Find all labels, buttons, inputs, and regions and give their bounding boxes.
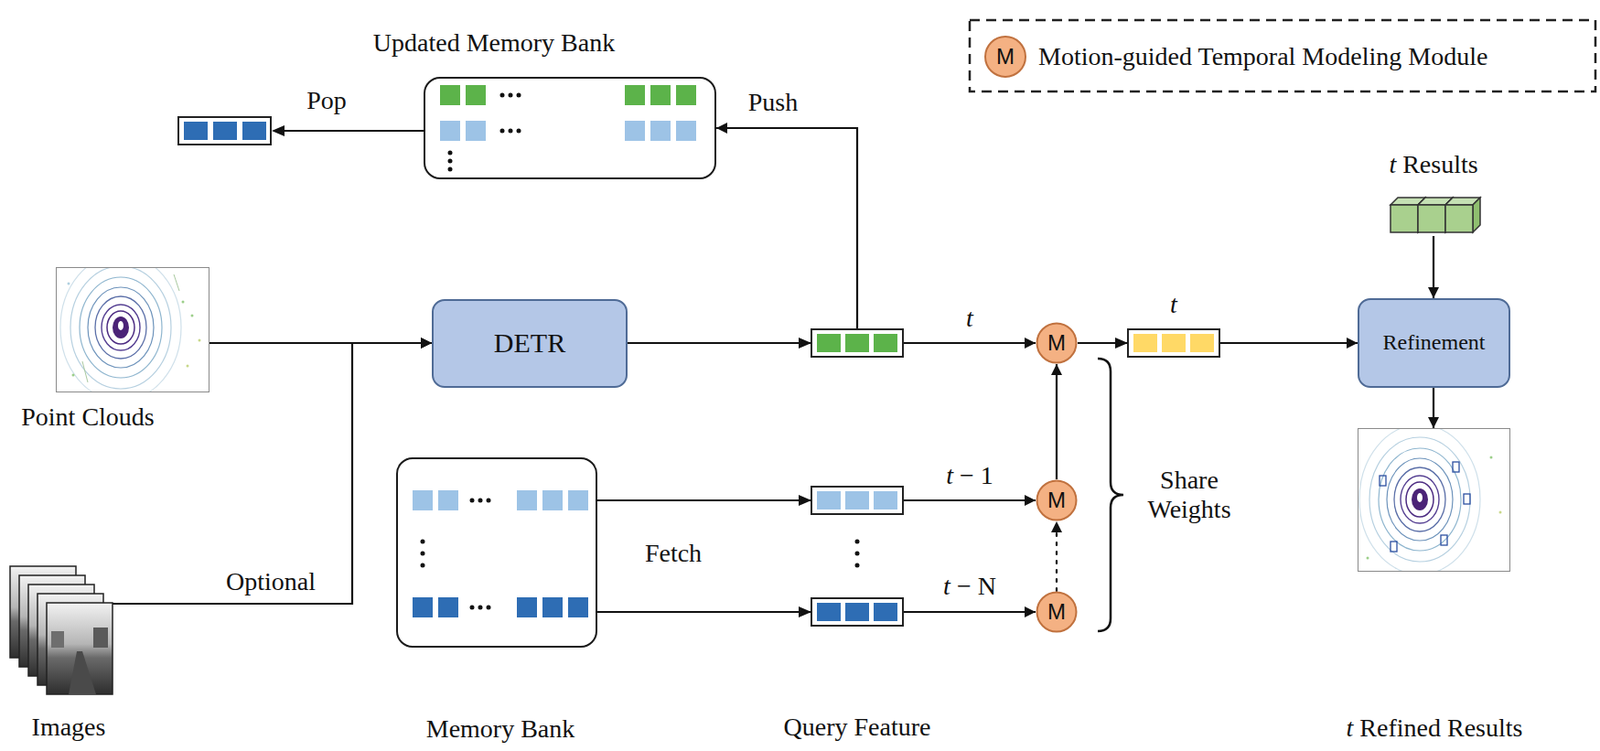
arrow-connector xyxy=(1432,387,1435,429)
input-label: Point Clouds xyxy=(21,402,154,432)
query-feature xyxy=(798,329,903,357)
time-label: t xyxy=(1167,289,1181,320)
module-circle: M xyxy=(1035,322,1078,365)
image-stack: Images xyxy=(10,566,113,705)
memory-bank-box: Memory Bank xyxy=(396,457,598,648)
legend-swatch xyxy=(985,36,1026,77)
box-title: Memory Bank xyxy=(426,714,576,744)
column-label: Query Feature xyxy=(783,712,932,742)
query-feature xyxy=(798,486,903,515)
edge-label: Optional xyxy=(223,567,319,597)
brace-label: Share Weights xyxy=(1138,465,1240,525)
arrow-connector xyxy=(1432,236,1435,299)
time-label: t − 1 xyxy=(943,461,997,491)
fetch-label: Fetch xyxy=(644,538,702,569)
legend-box xyxy=(969,20,1596,92)
point-cloud-image: Point Clouds xyxy=(55,267,210,393)
legend-text: Motion-guided Temporal Modeling Module xyxy=(1038,42,1488,72)
arrow-connector xyxy=(1055,521,1058,591)
edge-label: Push xyxy=(745,87,801,118)
output-image: t Refined Results xyxy=(1357,428,1511,572)
query-feature xyxy=(798,598,903,626)
legend-symbol-letter: M xyxy=(996,43,1015,70)
popped-feature xyxy=(178,117,271,145)
module-letter: M xyxy=(1047,599,1066,625)
pop-arrow xyxy=(271,125,424,137)
box-label: DETR xyxy=(493,327,566,360)
refined-illustration xyxy=(1357,428,1511,572)
module-circle: M xyxy=(1035,479,1078,522)
result-label: t Results xyxy=(1388,150,1478,180)
process-box: DETR xyxy=(431,299,628,388)
share-brace xyxy=(1097,358,1124,632)
result-label: t Refined Results xyxy=(1346,713,1524,743)
fused-feature xyxy=(1115,329,1220,357)
box-label: Refinement xyxy=(1383,330,1486,356)
module-circle-shape xyxy=(1037,592,1077,633)
time-label: t − N xyxy=(940,571,999,602)
result-cubes xyxy=(1390,197,1481,233)
time-label: t xyxy=(963,303,977,333)
pop-label: Pop xyxy=(306,85,347,116)
memory-rows xyxy=(440,85,697,172)
memory-bank-box: Updated Memory Bank xyxy=(423,76,717,180)
arrow-connector xyxy=(627,128,858,344)
result-cubes: t Results xyxy=(1378,195,1489,237)
box-title: Updated Memory Bank xyxy=(373,28,615,58)
module-letter: M xyxy=(1047,487,1066,514)
memory-rows xyxy=(412,490,589,618)
input-label: Images xyxy=(32,712,107,742)
module-circle-shape xyxy=(1037,481,1077,521)
camera-images xyxy=(10,566,113,695)
process-box: Refinement xyxy=(1357,298,1511,388)
module-letter: M xyxy=(1047,330,1066,356)
arrow-connector xyxy=(1055,364,1058,480)
module-circle: M xyxy=(1035,590,1078,634)
module-circle-shape xyxy=(1037,323,1077,364)
point-cloud-illustration xyxy=(55,267,210,393)
vertical-ellipsis xyxy=(855,539,860,569)
